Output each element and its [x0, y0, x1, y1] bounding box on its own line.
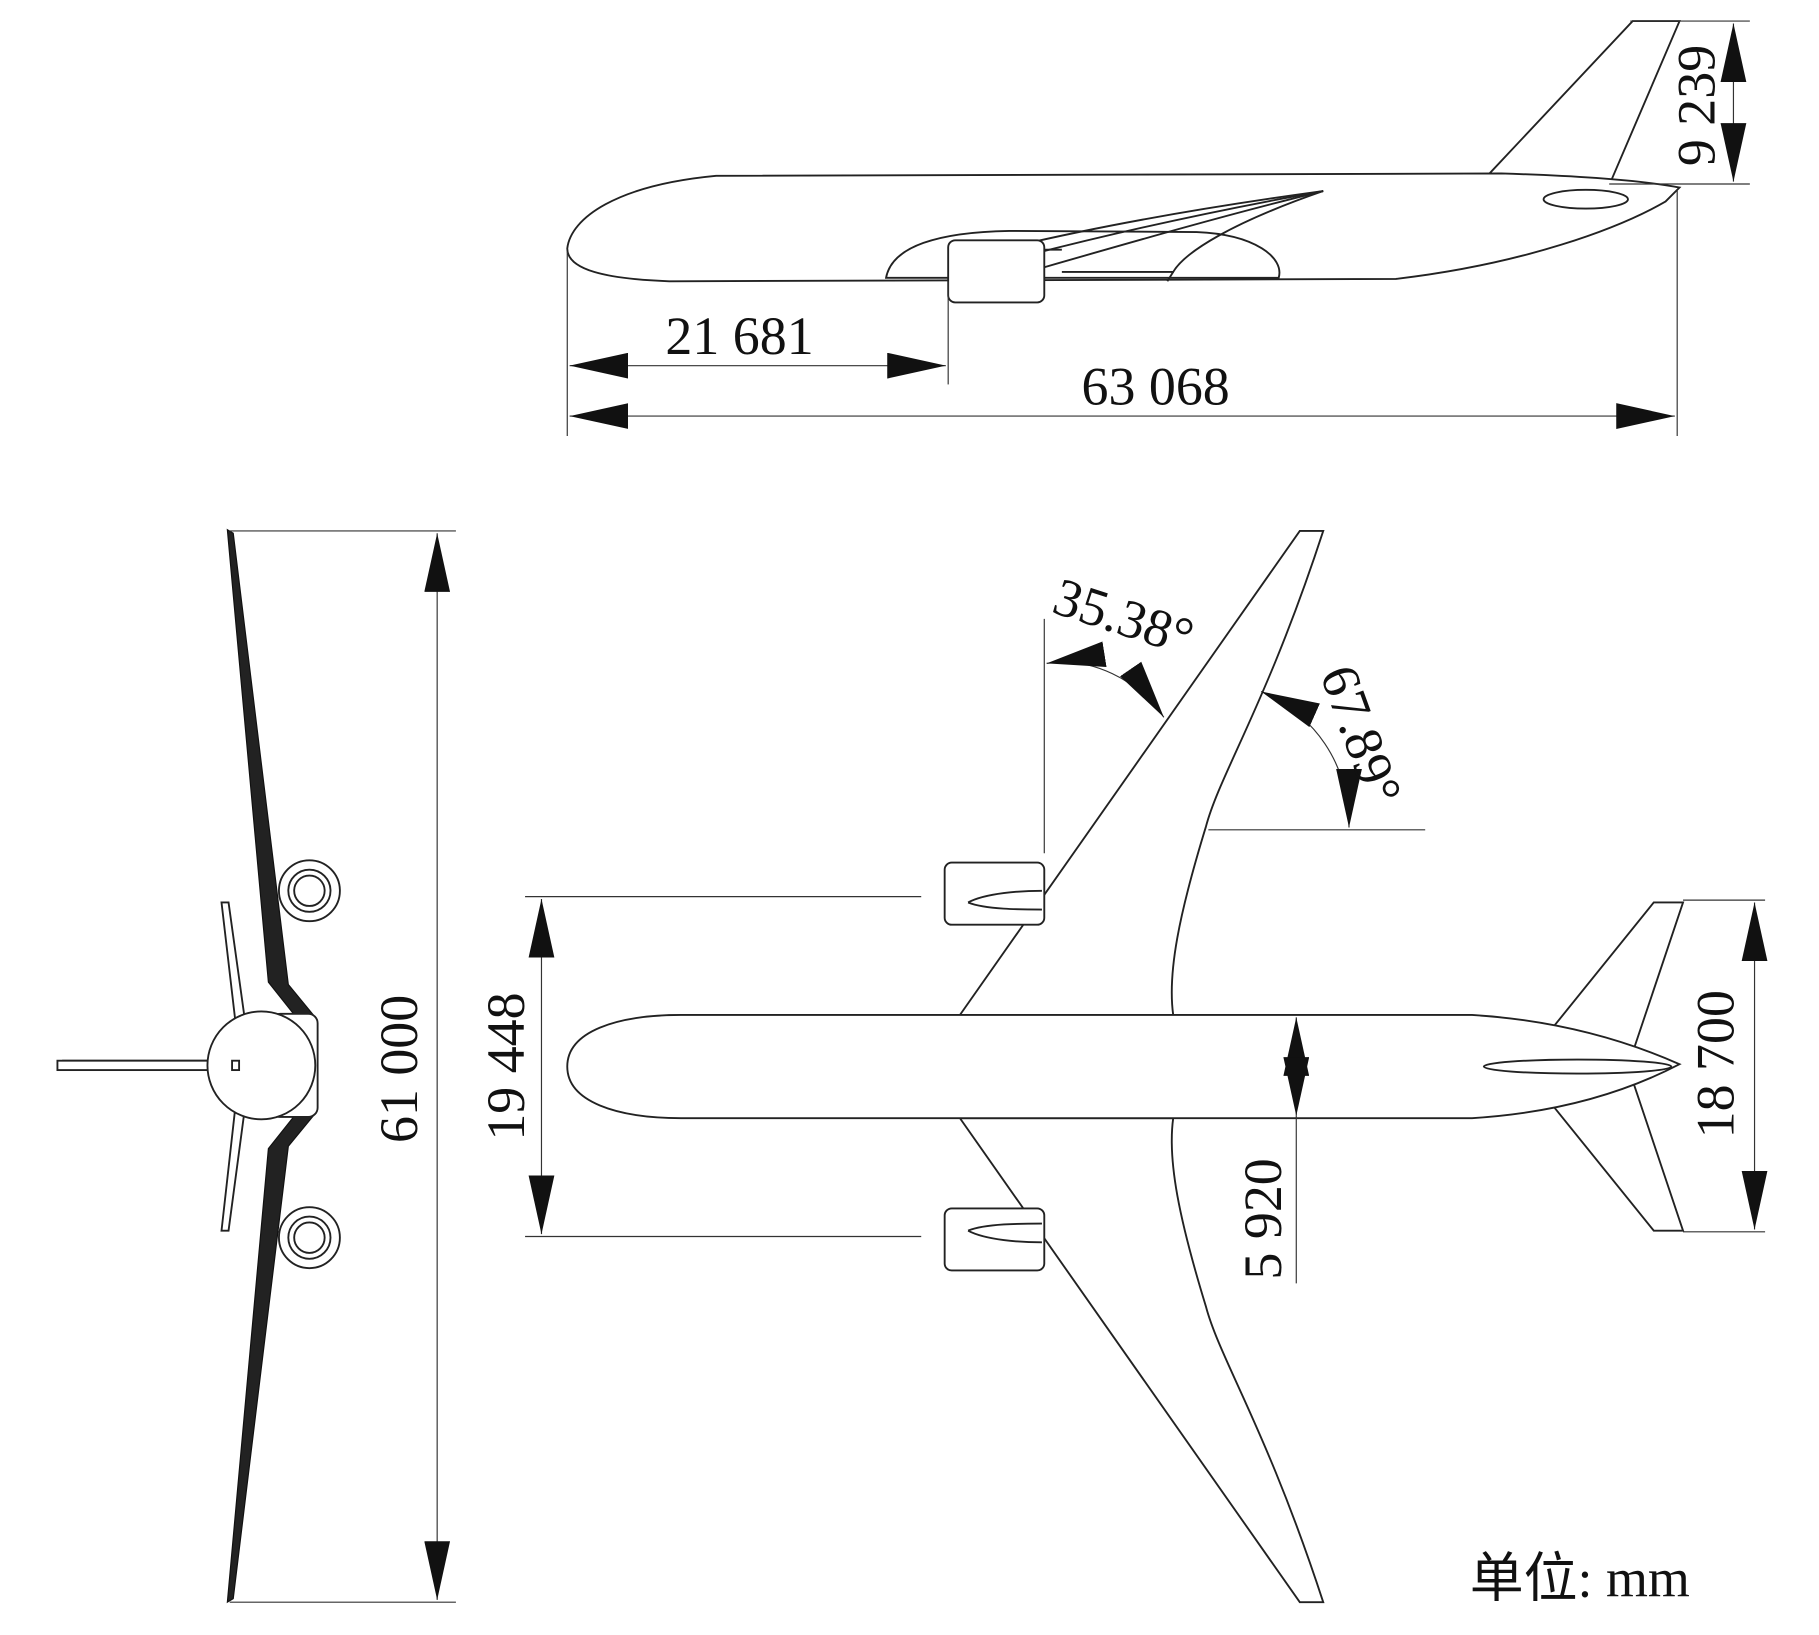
top-tail-cone — [1482, 1058, 1673, 1075]
engine-lower — [943, 1207, 1046, 1272]
side-view: 9 239 21 681 63 068 — [566, 20, 1750, 436]
vertical-tail — [1485, 20, 1681, 187]
tailplane-span-label: 18 700 — [1685, 990, 1745, 1138]
trailing-edge-sweep-label: 67.89° — [1308, 658, 1413, 813]
tail-height-label: 9 239 — [1667, 45, 1727, 166]
front-vertical-tail — [56, 1059, 221, 1072]
front-wing-lower — [226, 1108, 317, 1604]
fuselage-width-label: 5 920 — [1233, 1158, 1293, 1279]
front-engine-lower — [278, 1206, 341, 1270]
nose-to-wing-label: 21 681 — [665, 306, 813, 366]
overall-length-label: 63 068 — [1082, 356, 1230, 416]
top-fuselage — [566, 1014, 1682, 1120]
engine-upper — [943, 861, 1046, 926]
front-engine-upper — [278, 859, 341, 923]
trailing-edge-sweep-arc — [1260, 690, 1362, 828]
front-wing-upper — [226, 528, 317, 1023]
top-view: 19 448 5 920 18 700 35.38° 67.89° — [476, 529, 1768, 1604]
wing-lower — [958, 1117, 1325, 1604]
wingspan-label: 61 000 — [369, 995, 429, 1143]
side-wing — [1014, 190, 1324, 282]
tail-cone — [1542, 188, 1629, 210]
side-fuselage — [566, 172, 1682, 283]
engine-spacing-label: 19 448 — [476, 992, 536, 1140]
leading-edge-sweep-label: 35.38° — [1046, 566, 1200, 667]
front-fuselage — [206, 1010, 317, 1121]
front-view: 61 000 — [56, 528, 456, 1604]
wing-fairing — [884, 229, 1281, 279]
leading-edge-sweep-arc — [1046, 641, 1165, 718]
side-engine — [947, 239, 1046, 304]
unit-label: 单位: mm — [1470, 1548, 1690, 1608]
wing-upper — [958, 529, 1325, 1016]
